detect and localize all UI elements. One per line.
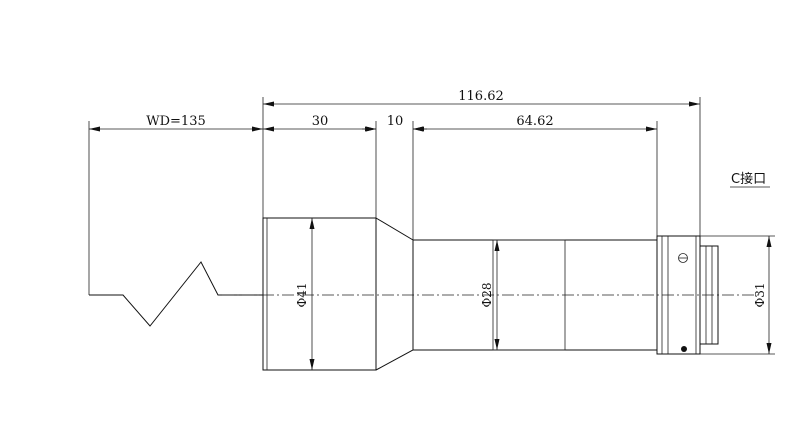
mount-label: C接口 bbox=[731, 171, 766, 187]
c-mount-thread bbox=[699, 245, 719, 345]
overall-length-dimension: 116.62 bbox=[262, 89, 701, 236]
front-diameter-dimension: Φ41 bbox=[295, 218, 315, 370]
working-distance-break-line bbox=[89, 261, 263, 327]
front-barrel bbox=[262, 217, 377, 371]
mount-note: C接口 bbox=[730, 171, 770, 188]
mid-diameter-label: Φ28 bbox=[480, 282, 494, 307]
mount-diameter-label: Φ31 bbox=[753, 282, 767, 307]
rear-section-dimension: 64.62 bbox=[413, 114, 658, 236]
locking-screw-icon bbox=[678, 253, 688, 263]
mid-diameter-dimension: Φ28 bbox=[480, 240, 500, 350]
front-section-dimension: 30 bbox=[263, 114, 377, 218]
taper-section-dimension: 10 bbox=[362, 114, 427, 240]
front-section-label: 30 bbox=[312, 114, 329, 129]
taper-section bbox=[375, 217, 414, 371]
working-distance-label: WD=135 bbox=[146, 114, 206, 129]
lens-body bbox=[262, 217, 719, 371]
overall-length-label: 116.62 bbox=[458, 89, 504, 104]
rear-section-label: 64.62 bbox=[516, 114, 553, 129]
set-screw-icon bbox=[681, 346, 687, 352]
taper-section-label: 10 bbox=[387, 114, 404, 129]
mount-diameter-dimension: Φ31 bbox=[700, 235, 775, 355]
working-distance-dimension: WD=135 bbox=[88, 114, 263, 295]
front-diameter-label: Φ41 bbox=[295, 282, 309, 307]
focus-ring bbox=[492, 239, 566, 351]
